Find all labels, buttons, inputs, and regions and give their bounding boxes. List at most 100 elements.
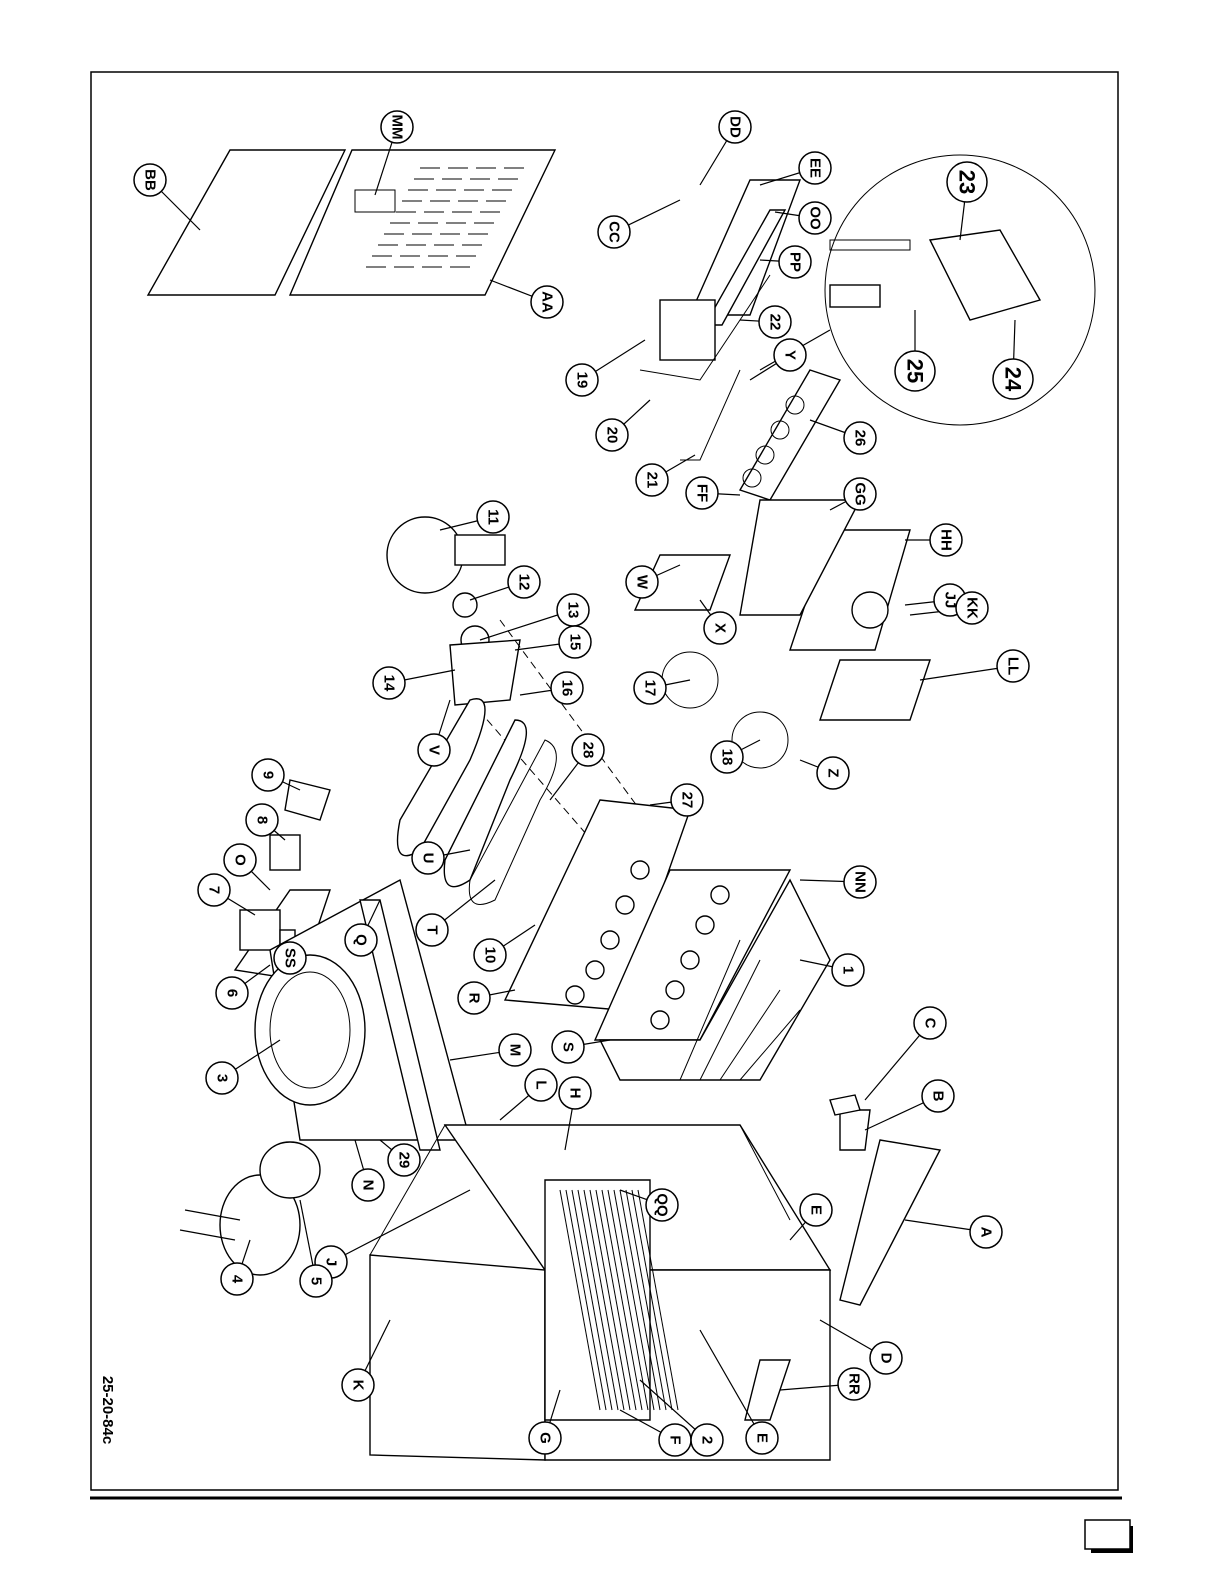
callout-label: OO	[807, 206, 824, 230]
bracket-c	[829, 1094, 861, 1116]
callout-label: DD	[727, 116, 744, 138]
callout-bubble	[685, 476, 719, 510]
callout-label: K	[350, 1380, 367, 1391]
callout-bubble	[816, 756, 850, 790]
callout-label: R	[466, 993, 483, 1004]
callout-bubble	[929, 523, 963, 557]
door-panel-aa	[288, 149, 557, 296]
callout-label: V	[426, 745, 443, 755]
drawing-number: 25-20-84c	[99, 1376, 116, 1444]
callout-y: Y	[773, 338, 807, 372]
door-panel-bb	[146, 149, 347, 296]
callout-bubble	[558, 1076, 592, 1110]
callout-label: 26	[852, 430, 869, 447]
callout-label: GG	[852, 482, 869, 505]
leader-line	[330, 1189, 471, 1263]
callout-h: H	[558, 1076, 592, 1110]
callout-14: 14	[372, 666, 406, 700]
callout-bubble	[372, 666, 406, 700]
callout-12: 12	[507, 565, 541, 599]
callout-bubble	[524, 1068, 558, 1102]
callout-w: W	[625, 565, 659, 599]
callout-label: 11	[485, 509, 502, 525]
callout-label: 4	[229, 1275, 246, 1284]
callout-1: 1	[831, 953, 865, 987]
callout-label: 14	[381, 675, 398, 692]
inducer-blower	[386, 516, 521, 706]
callout-bubble	[996, 649, 1030, 683]
callout-bubble	[205, 1061, 239, 1095]
callout-o: O	[223, 843, 257, 877]
callout-label: 29	[396, 1152, 413, 1169]
callout-label: JJ	[942, 592, 959, 609]
callout-bubble	[843, 421, 877, 455]
callout-label: QQ	[654, 1193, 671, 1217]
callout-label: FF	[694, 484, 711, 502]
callout-label: Q	[353, 934, 370, 946]
callout-bubble	[507, 565, 541, 599]
pilot-tube	[680, 369, 741, 461]
callout-jj: JJ	[933, 583, 967, 617]
callout-label: 18	[719, 749, 736, 766]
callout-label: HH	[938, 529, 955, 551]
callout-label: 5	[308, 1277, 325, 1285]
callout-qq: QQ	[645, 1188, 679, 1222]
callout-label: 25	[903, 359, 928, 383]
callout-label: 20	[604, 427, 621, 444]
callout-l: L	[524, 1068, 558, 1102]
callout-label: 28	[580, 742, 597, 759]
callout-bubble	[197, 873, 231, 907]
callout-rr: RR	[837, 1367, 871, 1401]
callout-bubble	[528, 1421, 562, 1455]
gas-manifold	[639, 274, 771, 381]
callout-bubble	[344, 923, 378, 957]
callout-ee: EE	[798, 151, 832, 185]
callout-bubble	[955, 591, 989, 625]
callout-label: C	[922, 1018, 939, 1029]
callout-aa: AA	[530, 285, 564, 319]
callout-bubble	[703, 611, 737, 645]
callout-c: C	[913, 1006, 947, 1040]
callout-7: 7	[197, 873, 231, 907]
callout-label: E	[808, 1205, 825, 1215]
callout-label: F	[667, 1435, 684, 1444]
gasket-pp	[703, 209, 787, 326]
callout-label: 6	[224, 989, 241, 997]
callout-label: E	[754, 1433, 771, 1443]
callout-bubble	[299, 1264, 333, 1298]
callout-label: D	[878, 1353, 895, 1364]
callout-10: 10	[473, 938, 507, 972]
callout-label: 3	[214, 1074, 231, 1082]
callout-bubble	[894, 350, 936, 392]
callout-bubble	[245, 803, 279, 837]
callout-kk: KK	[955, 591, 989, 625]
callout-29: 29	[387, 1143, 421, 1177]
callout-mm: MM	[380, 110, 414, 144]
callout-n: N	[351, 1168, 385, 1202]
drawing-frame	[90, 71, 1119, 1491]
callout-label: T	[424, 925, 441, 934]
callout-bubble	[133, 163, 167, 197]
callout-8: 8	[245, 803, 279, 837]
blower-motor	[179, 1141, 321, 1276]
callout-3: 3	[205, 1061, 239, 1095]
callout-bubble	[351, 1168, 385, 1202]
callout-bubble	[758, 305, 792, 339]
callout-bubble	[837, 1367, 871, 1401]
callout-label: 22	[767, 314, 784, 331]
callout-bubble	[530, 285, 564, 319]
callout-bubble	[718, 110, 752, 144]
callout-27: 27	[670, 783, 704, 817]
callout-25: 25	[894, 350, 936, 392]
baffle-rr	[744, 1359, 791, 1421]
callout-e: E	[745, 1421, 779, 1455]
callout-23: 23	[946, 161, 988, 203]
callout-9: 9	[251, 758, 285, 792]
leader-line	[864, 1022, 931, 1101]
callout-label: 16	[559, 680, 576, 697]
callout-label: 2	[699, 1436, 716, 1444]
cover-plate-ee	[688, 179, 802, 316]
callout-v: V	[417, 733, 451, 767]
callout-bubble	[745, 1421, 779, 1455]
gasket-u	[443, 719, 527, 888]
